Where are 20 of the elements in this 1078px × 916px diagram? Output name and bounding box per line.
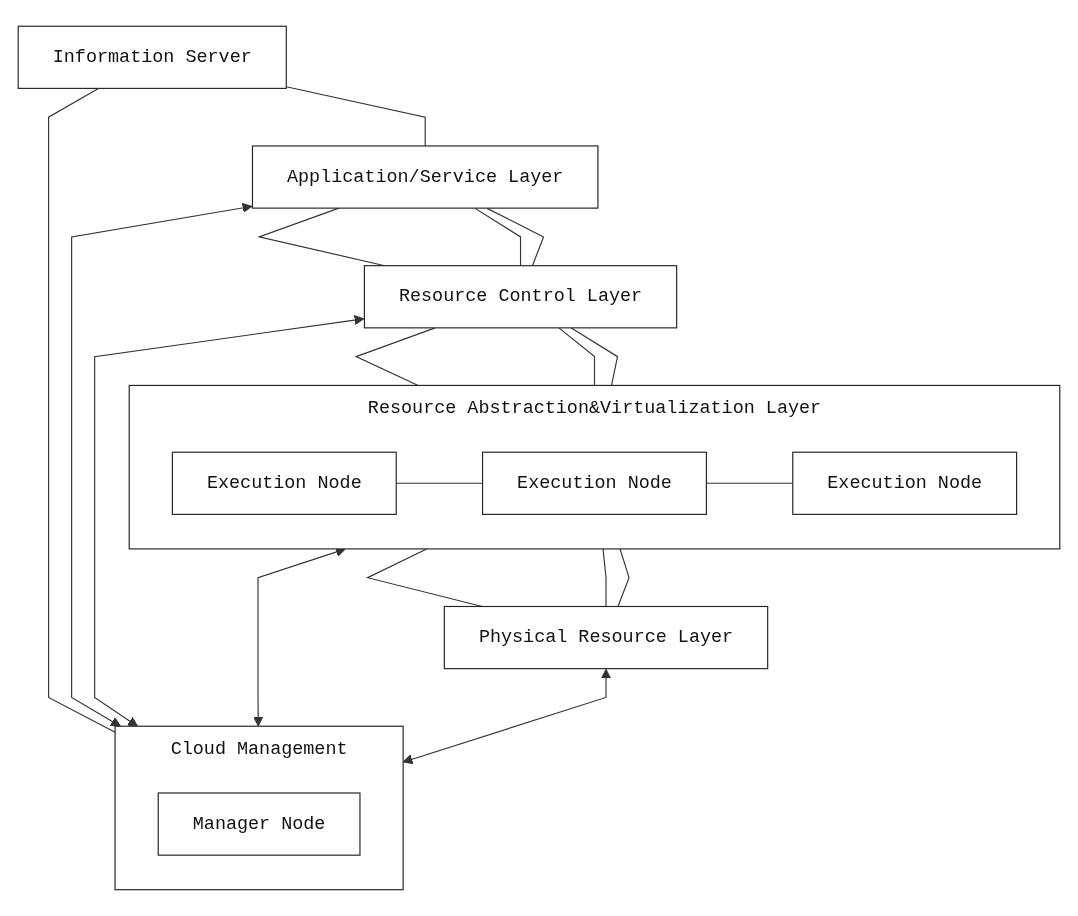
connector [285,86,426,147]
node-box: Application/Service Layer [251,145,599,209]
connector [48,87,116,733]
arrow [94,315,365,727]
node-box: Resource Control Layer [363,265,678,329]
node-box: Execution Node [482,451,707,515]
connector [354,327,436,387]
connector [617,548,630,608]
node-box: Execution Node [792,451,1018,515]
node-box: Manager Node [157,792,361,856]
connector [486,207,545,267]
node-box: Execution Node [171,451,397,515]
arrow [71,202,253,727]
node-box: Information Server [17,25,287,89]
connector [602,548,607,608]
connector [558,327,596,387]
connector [570,327,619,387]
node-box: Physical Resource Layer [443,605,769,670]
arrow [253,547,346,727]
connector [474,207,522,267]
